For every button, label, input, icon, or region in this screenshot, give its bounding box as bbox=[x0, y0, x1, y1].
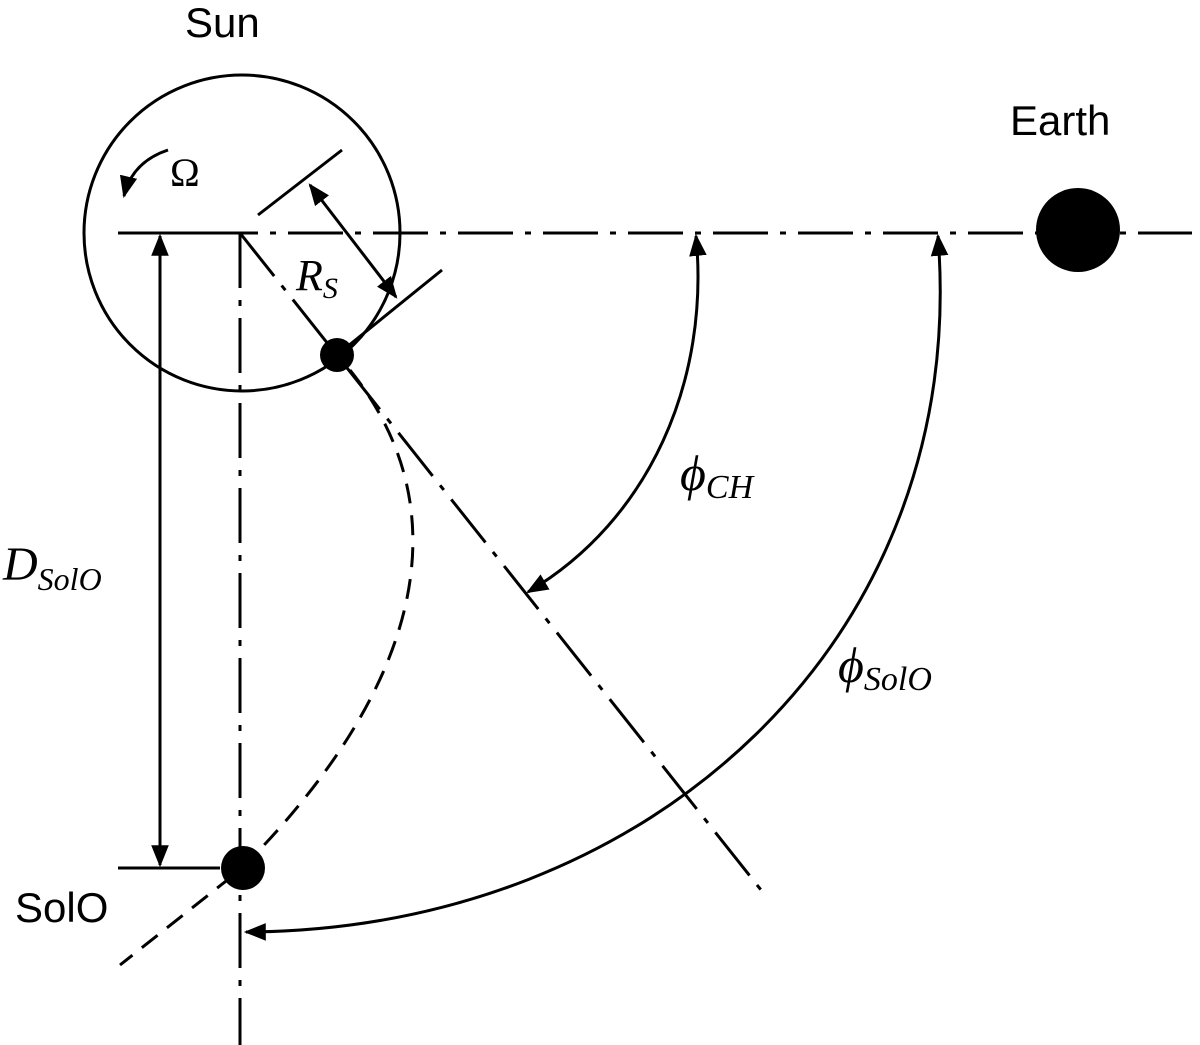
phi-ch-label: ϕCH bbox=[680, 445, 756, 506]
phi-solo-label-main: ϕ bbox=[838, 637, 864, 693]
dsolo-label-main: D bbox=[2, 538, 38, 591]
solo-dot bbox=[221, 846, 265, 890]
phi-ch-arc bbox=[526, 233, 707, 594]
rs-extension-line-1 bbox=[257, 148, 343, 217]
dsolo-label: DSolO bbox=[2, 538, 102, 597]
rs-label: RS bbox=[295, 251, 338, 305]
rs-label-sub: S bbox=[323, 272, 338, 305]
phi-ch-label-sub: CH bbox=[706, 469, 756, 506]
rs-label-main: R bbox=[295, 251, 323, 300]
phi-solo-label: ϕSolO bbox=[838, 637, 932, 698]
solo-label: SolO bbox=[15, 884, 108, 931]
phi-solo-arc bbox=[243, 233, 949, 941]
coronal-hole-radial-line bbox=[238, 232, 767, 896]
rotation-arrow bbox=[119, 148, 169, 199]
earth-label: Earth bbox=[1010, 97, 1110, 144]
phi-ch-label-main: ϕ bbox=[680, 445, 706, 501]
earth-dot bbox=[1036, 188, 1120, 272]
sun-label: Sun bbox=[185, 0, 260, 46]
phi-solo-label-sub: SolO bbox=[864, 661, 932, 698]
parker-spiral bbox=[119, 369, 415, 967]
dsolo-label-sub: SolO bbox=[38, 561, 102, 597]
rs-extension-line-2 bbox=[347, 268, 443, 348]
omega-label: Ω bbox=[170, 150, 200, 195]
